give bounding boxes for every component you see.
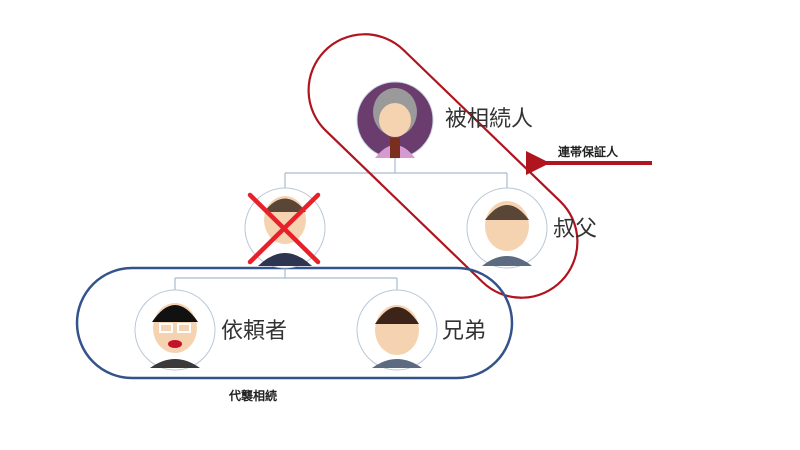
guarantor-group-outline (307, 33, 579, 299)
young-man-avatar (356, 289, 438, 371)
deceased-parent-label: 被相続人 (445, 107, 533, 132)
man-avatar (466, 187, 548, 269)
man-avatar-crossed-out (244, 187, 326, 269)
guarantor-note: 連帯保証人 (558, 144, 619, 159)
representation-note: 代襲相続 (228, 388, 277, 403)
cross-icon (247, 192, 321, 265)
man-glasses-avatar (134, 289, 216, 371)
representation-group-outline (75, 266, 514, 380)
tree-connectors (174, 158, 508, 290)
client-label: 依頼者 (221, 319, 287, 344)
elderly-woman-avatar (356, 81, 434, 159)
brother-label: 兄弟 (442, 319, 486, 344)
uncle-label: 叔父 (553, 217, 597, 242)
